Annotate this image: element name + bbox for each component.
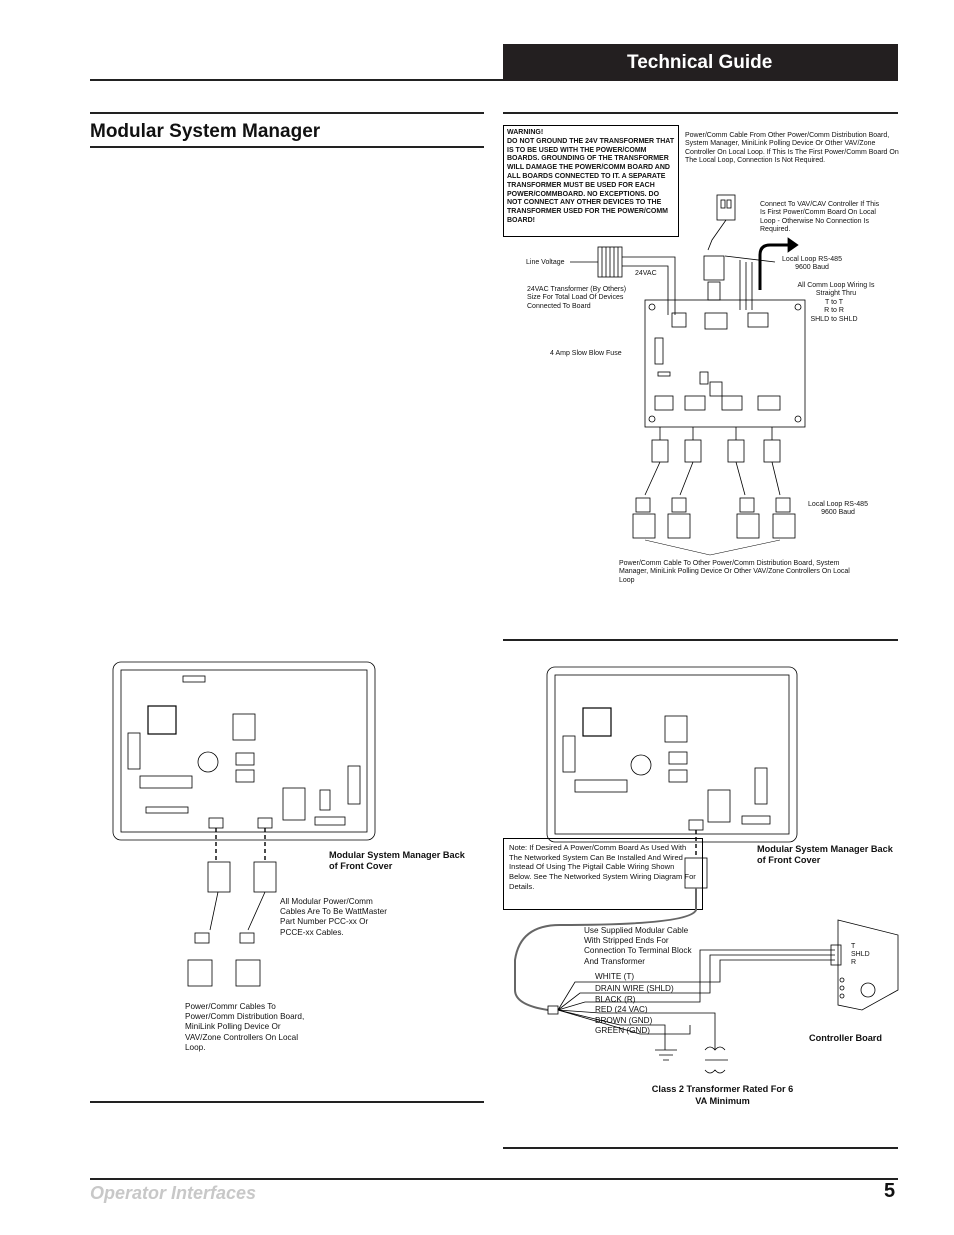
terminal-t: T — [851, 943, 856, 950]
footer-rule — [90, 1178, 898, 1180]
controller-board-label: Controller Board — [809, 1033, 882, 1043]
section-rule-top — [90, 112, 484, 114]
right-rule-top — [503, 112, 898, 114]
cable-to-label: Power/Comm Cable To Other Power/Comm Dis… — [619, 560, 850, 584]
power-comm-board — [644, 299, 806, 428]
comm-wiring-label: All Comm Loop Wiring Is Straight Thru — [797, 282, 875, 298]
header-rule — [90, 79, 503, 81]
wire-label-drain: DRAIN WIRE (SHLD) — [595, 984, 674, 993]
left-msm-board — [112, 661, 376, 987]
right-rule-bottom — [503, 1147, 898, 1149]
fuse-label: 4 Amp Slow Blow Fuse — [550, 350, 622, 357]
top-cable-connector — [703, 194, 736, 301]
vac-label: 24VAC — [635, 270, 657, 277]
note-text: Note: If Desired A Power/Comm Board As U… — [509, 843, 696, 891]
warning-box: WARNING! DO NOT GROUND THE 24V TRANSFORM… — [503, 125, 679, 237]
page-number: 5 — [884, 1180, 896, 1202]
drop-cables — [632, 427, 796, 556]
note-box: Note: If Desired A Power/Comm Board As U… — [503, 838, 703, 910]
wire-label-black: BLACK (R) — [595, 995, 636, 1004]
use-cable-label: Use Supplied Modular Cable With Stripped… — [584, 926, 692, 966]
footer-title: Operator Interfaces — [90, 1183, 257, 1203]
wire-label-green: GREEN (GND) — [595, 1026, 651, 1035]
connect-to-label: Connect To VAV/CAV Controller If This Is… — [760, 201, 880, 234]
terminal-shld: SHLD — [851, 951, 870, 958]
wire-label-brown: BROWN (GND) — [595, 1016, 653, 1025]
transformer-24vac — [570, 246, 676, 315]
right-msm-board — [514, 666, 899, 1074]
terminal-r: R — [851, 959, 857, 966]
warning-text: WARNING! DO NOT GROUND THE 24V TRANSFORM… — [507, 129, 675, 224]
left-cables-note: All Modular Power/Comm Cables Are To Be … — [280, 897, 387, 937]
cable-from-label: Power/Comm Cable From Other Power/Comm D… — [685, 132, 899, 165]
section-title: Modular System Manager — [90, 121, 321, 142]
local-loop-label-2: Local Loop RS-485 9600 Baud — [808, 501, 868, 517]
right-rule-mid — [503, 639, 898, 641]
left-callout: Modular System Manager Back of Front Cov… — [329, 850, 465, 871]
local-loop-label-1: Local Loop RS-485 9600 Baud — [782, 256, 842, 272]
transformer-label: 24VAC Transformer (By Others) Size For T… — [527, 286, 627, 310]
class2-transformer-label: Class 2 Transformer Rated For 6 VA Minim… — [651, 1084, 794, 1106]
header-title: Technical Guide — [503, 44, 898, 81]
wire-label-white: WHITE (T) — [595, 972, 635, 981]
left-rule-bottom — [90, 1101, 484, 1103]
right-callout: Modular System Manager Back of Front Cov… — [757, 844, 893, 865]
line-voltage-label: Line Voltage — [526, 259, 565, 266]
t-to-t-label: T to T R to R SHLD to SHLD — [810, 299, 858, 323]
wire-label-red: RED (24 VAC) — [595, 1005, 648, 1014]
section-rule-bottom — [90, 146, 484, 148]
left-to-note: Power/Commr Cables To Power/Comm Distrib… — [185, 1002, 305, 1052]
vav-arrow — [758, 243, 790, 290]
